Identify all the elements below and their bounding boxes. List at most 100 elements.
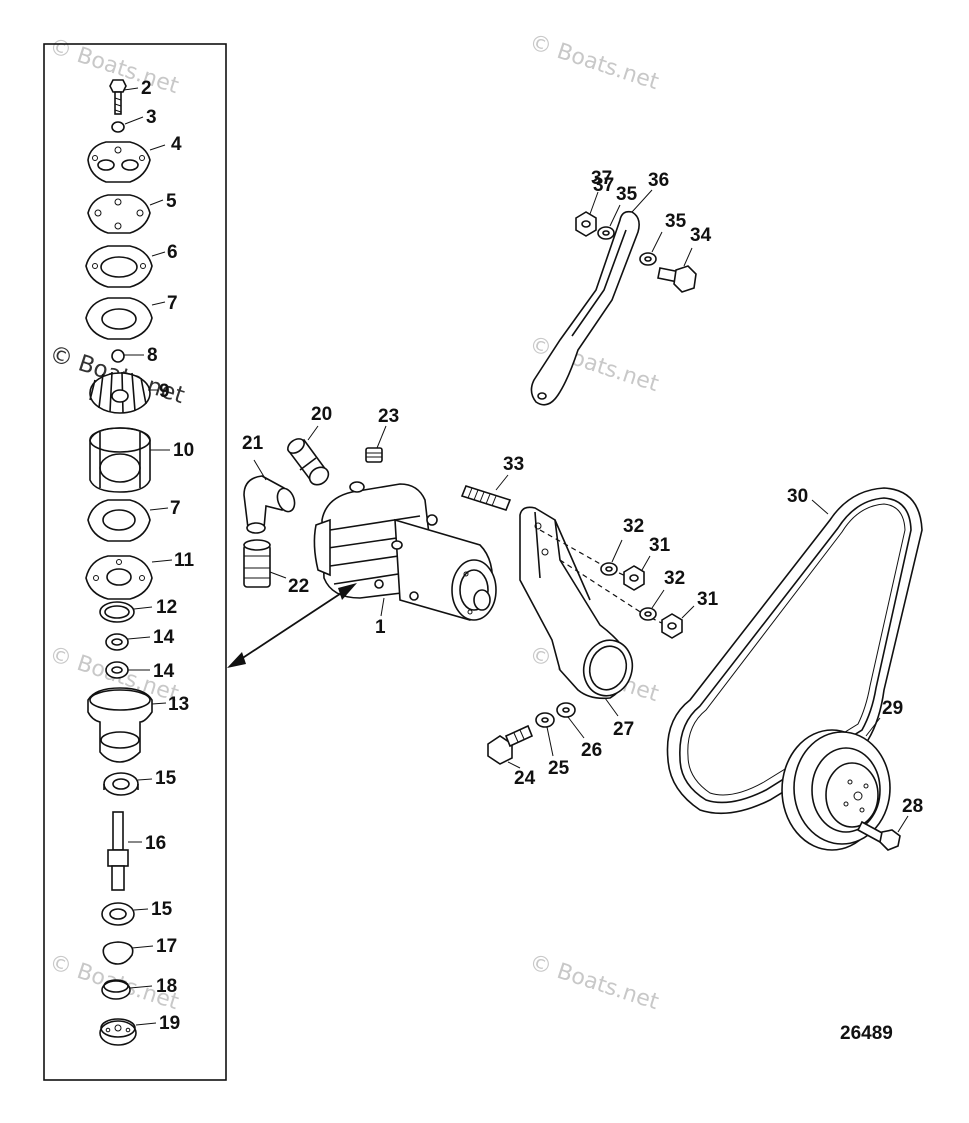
callout-16: 16 — [145, 833, 166, 854]
leader-32b — [651, 589, 665, 609]
leader-22 — [269, 571, 287, 579]
part-cover-plate — [87, 141, 151, 183]
part-mounting-bracket — [519, 506, 634, 700]
leader-29 — [865, 717, 881, 737]
part-gasket-7 — [85, 297, 153, 340]
callout-18: 18 — [156, 976, 177, 997]
leader-21 — [253, 459, 267, 481]
callout-9: 9 — [159, 381, 170, 402]
leader-1 — [380, 597, 385, 617]
leader-30 — [811, 499, 829, 515]
callout-37: 37 — [593, 175, 614, 196]
callout-4: 4 — [171, 134, 182, 155]
left-column-parts — [85, 79, 153, 1046]
callout-32: 32 — [664, 568, 685, 589]
callout-15: 15 — [155, 768, 177, 789]
callout-10: 10 — [173, 440, 194, 461]
part-ball — [111, 349, 125, 363]
part-impeller — [89, 371, 151, 414]
part-washer-35b — [639, 252, 657, 266]
part-bolt-24 — [487, 724, 534, 765]
leader-35a — [609, 204, 621, 227]
part-seal-14a — [105, 633, 129, 651]
callout-33: 33 — [503, 454, 524, 475]
callout-3: 3 — [146, 107, 157, 128]
part-gasket-7b — [87, 499, 151, 542]
callout-28: 28 — [902, 796, 923, 817]
leader-23 — [376, 425, 387, 449]
leader-27 — [604, 697, 619, 717]
exploded-view-frame — [43, 43, 227, 1081]
part-washer-25 — [535, 712, 555, 728]
part-nut-37 — [575, 211, 597, 237]
callout-1: 1 — [375, 617, 386, 638]
callout-29: 29 — [882, 698, 903, 719]
leader-31a — [641, 555, 651, 571]
part-washer-35a — [597, 226, 615, 240]
part-nut-31b — [661, 613, 683, 639]
part-pipe-plug — [365, 447, 383, 463]
callout-15: 15 — [151, 899, 173, 920]
leader-20 — [307, 425, 319, 441]
leader-36 — [631, 189, 653, 213]
part-washer — [111, 121, 125, 133]
callout-31: 31 — [697, 589, 719, 610]
callout-22: 22 — [288, 576, 309, 597]
callout-14: 14 — [153, 627, 175, 648]
part-hub — [99, 1018, 137, 1046]
part-impeller-housing — [89, 427, 151, 493]
callout-23: 23 — [378, 406, 399, 427]
callout-26: 26 — [581, 740, 602, 761]
diagram-reference-number: 26489 — [840, 1023, 893, 1044]
callout-24: 24 — [514, 768, 536, 789]
part-bolt — [109, 79, 127, 115]
exploded-link-arrow — [227, 583, 357, 668]
part-plate — [85, 555, 153, 600]
callout-13: 13 — [168, 694, 189, 715]
part-bearing-b — [101, 902, 135, 926]
callout-12: 12 — [156, 597, 177, 618]
callout-2: 2 — [141, 78, 152, 99]
leader-25 — [546, 726, 554, 757]
part-gasket — [87, 194, 151, 234]
callout-30: 30 — [787, 486, 808, 507]
watermark: © Boats.net — [526, 30, 662, 95]
part-bolt-34 — [657, 265, 697, 293]
part-wear-plate — [85, 245, 153, 288]
leader-34 — [683, 247, 693, 267]
callout-34: 34 — [690, 225, 712, 246]
callout-17: 17 — [156, 936, 177, 957]
leader-33 — [495, 474, 509, 491]
leader-32a — [611, 539, 623, 563]
part-snap-ring — [102, 941, 134, 965]
callout-5: 5 — [166, 191, 177, 212]
leader-31b — [681, 605, 695, 619]
part-washer-32a — [600, 562, 618, 576]
watermark: © Boats.net — [526, 950, 662, 1015]
part-nipple — [243, 539, 271, 588]
callout-19: 19 — [159, 1013, 180, 1034]
part-nut-31a — [623, 565, 645, 591]
part-seal-14b — [105, 661, 129, 679]
part-hose-fitting — [286, 438, 330, 486]
callout-11: 11 — [174, 550, 195, 571]
left-leader-lines — [123, 87, 173, 1026]
callout-31: 31 — [649, 535, 671, 556]
callout-14: 14 — [153, 661, 175, 682]
part-slinger — [101, 979, 131, 1000]
callout-labels: 2 3 4 5 6 7 8 9 10 7 11 12 14 14 13 15 1… — [141, 78, 923, 1044]
part-water-pump — [313, 481, 497, 621]
callout-32: 32 — [623, 516, 644, 537]
part-elbow — [243, 475, 296, 534]
callout-25: 25 — [548, 758, 570, 779]
leader-35b — [651, 231, 663, 253]
part-washer-26 — [556, 702, 576, 718]
leader-28 — [897, 815, 909, 833]
callout-36: 36 — [648, 170, 669, 191]
part-bearing-housing — [87, 687, 153, 763]
part-adjusting-arm — [530, 210, 640, 406]
part-stud — [460, 485, 512, 511]
callout-35: 35 — [665, 211, 687, 232]
part-shaft — [107, 811, 129, 891]
